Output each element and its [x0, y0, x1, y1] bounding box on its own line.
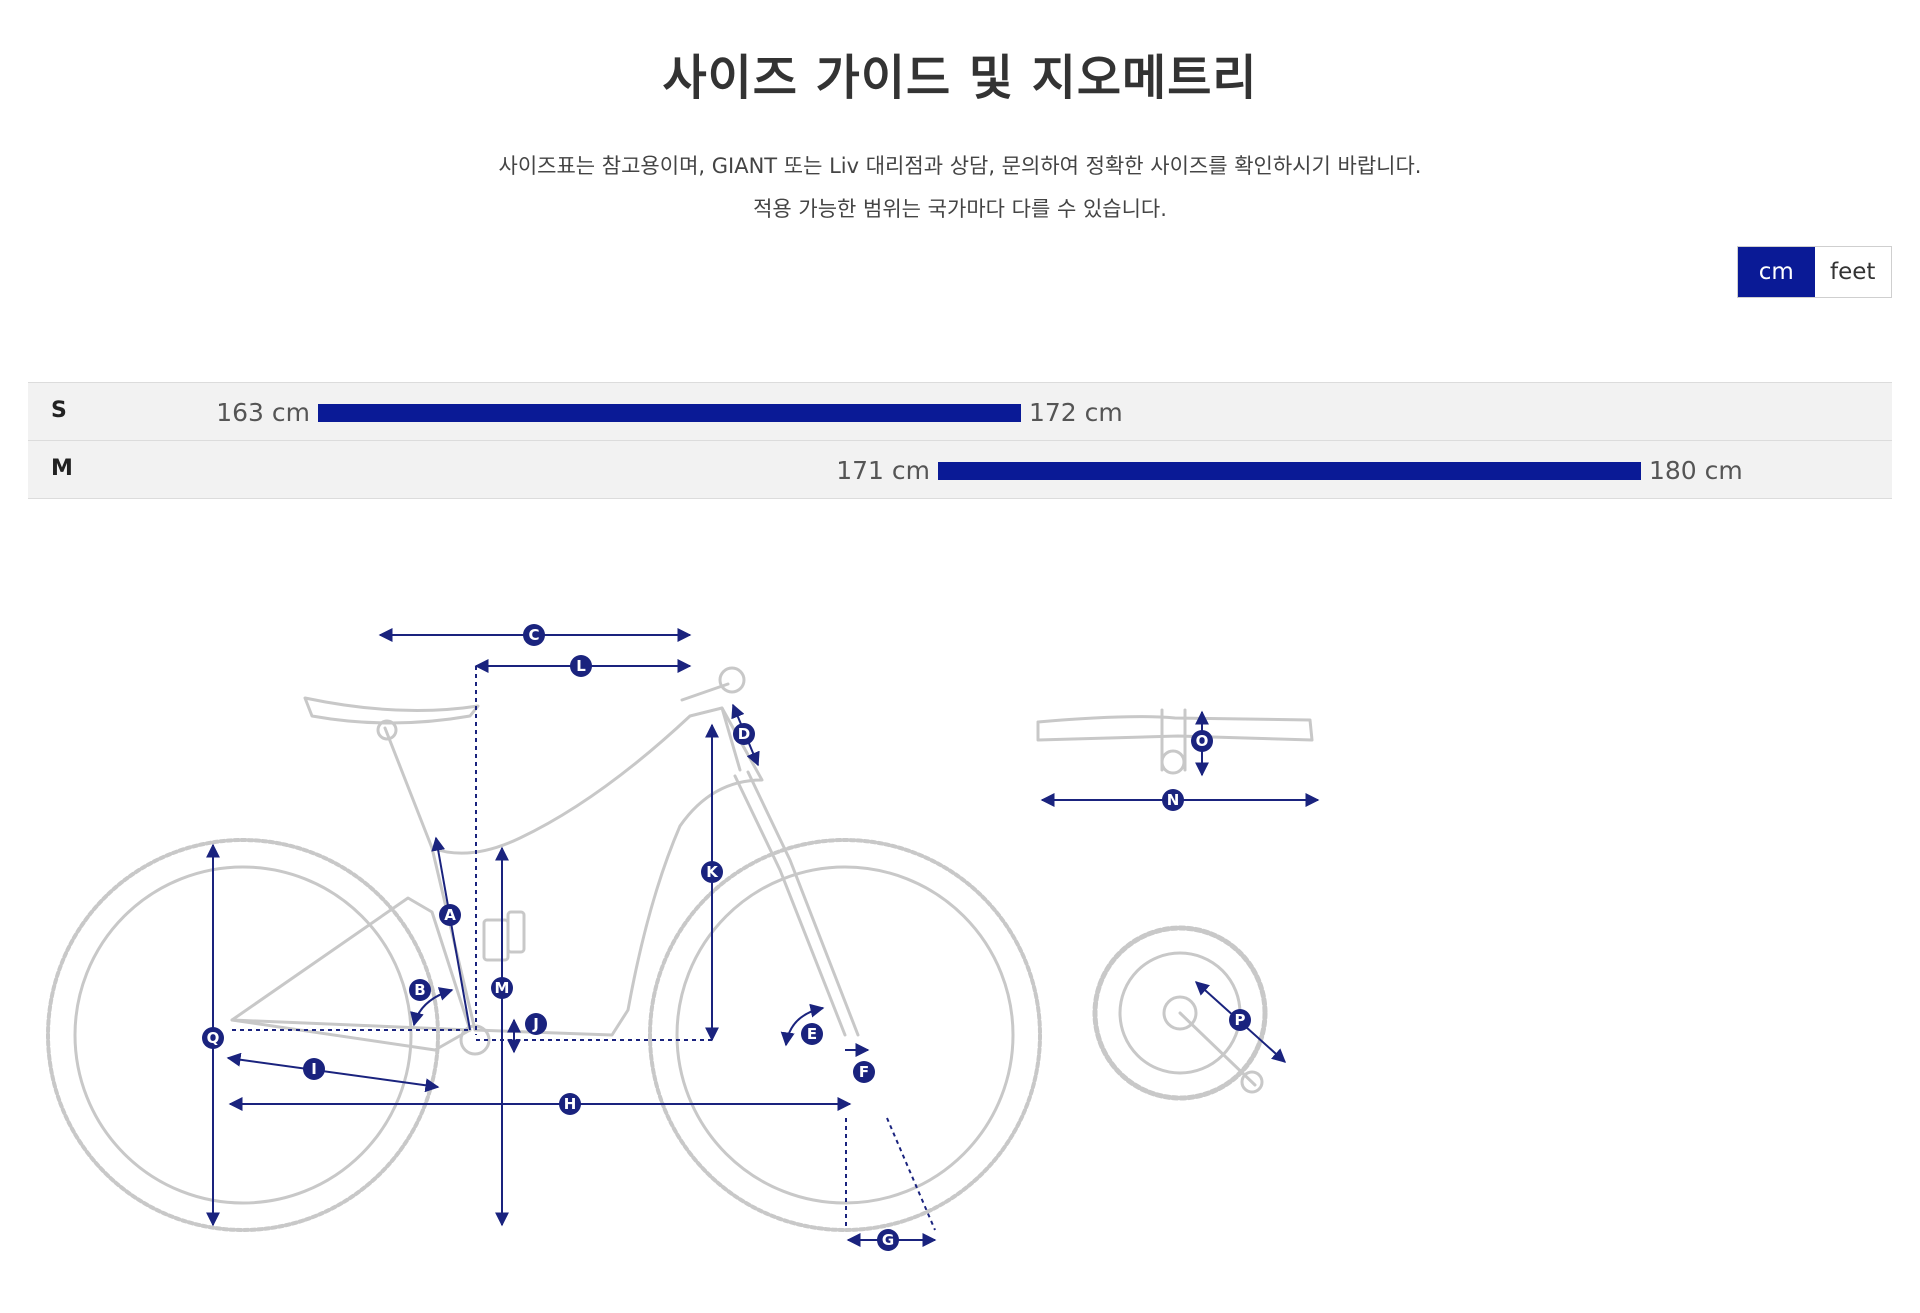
geometry-marker-b: B	[409, 979, 431, 1001]
height-range-bar	[938, 462, 1641, 480]
geometry-marker-c: C	[523, 624, 545, 646]
unit-feet-button[interactable]: feet	[1814, 247, 1891, 297]
unit-cm-button[interactable]: cm	[1738, 247, 1815, 297]
range-min-label: 163 cm	[216, 398, 310, 427]
geometry-marker-n: N	[1162, 789, 1184, 811]
svg-text:D: D	[738, 725, 750, 743]
geometry-marker-m: M	[491, 977, 513, 999]
geometry-marker-d: D	[733, 723, 755, 745]
geometry-marker-a: A	[439, 904, 461, 926]
page-title: 사이즈 가이드 및 지오메트리	[662, 50, 1258, 106]
svg-text:M: M	[495, 979, 510, 997]
svg-text:C: C	[528, 626, 539, 644]
geometry-marker-o: O	[1191, 730, 1213, 752]
size-range-table: S 163 cm 172 cm M 171 cm 180 cm	[28, 382, 1892, 499]
region-note: 적용 가능한 범위는 국가마다 다를 수 있습니다.	[753, 197, 1167, 221]
bike-frame-drawing	[46, 666, 1314, 1232]
size-row-m: M 171 cm 180 cm	[28, 440, 1892, 499]
range-min-label: 171 cm	[836, 456, 930, 485]
bike-geometry-diagram: A B C D E F G H I J K L M N O P Q	[46, 624, 1320, 1251]
geometry-marker-l: L	[570, 655, 592, 677]
svg-text:I: I	[311, 1060, 317, 1078]
geometry-marker-f: F	[853, 1061, 875, 1083]
geometry-marker-i: I	[303, 1058, 325, 1080]
svg-text:G: G	[882, 1231, 894, 1249]
geometry-marker-h: H	[559, 1093, 581, 1115]
svg-text:K: K	[706, 863, 719, 881]
size-label: S	[51, 398, 67, 423]
geometry-marker-p: P	[1229, 1009, 1251, 1031]
geometry-marker-e: E	[801, 1023, 823, 1045]
range-max-label: 172 cm	[1029, 398, 1123, 427]
svg-text:Q: Q	[207, 1029, 220, 1047]
size-label: M	[51, 456, 73, 481]
svg-text:O: O	[1196, 732, 1209, 750]
size-guide-note: 사이즈표는 참고용이며, GIANT 또는 Liv 대리점과 상담, 문의하여 …	[498, 154, 1422, 178]
size-row-s: S 163 cm 172 cm	[28, 382, 1892, 440]
svg-text:P: P	[1235, 1011, 1246, 1029]
unit-toggle: cm feet	[1737, 246, 1892, 298]
geometry-marker-q: Q	[202, 1027, 224, 1049]
svg-text:F: F	[859, 1063, 869, 1081]
geometry-marker-j: J	[525, 1013, 547, 1035]
svg-text:N: N	[1167, 791, 1180, 809]
svg-text:J: J	[532, 1015, 539, 1033]
geometry-marker-g: G	[877, 1229, 899, 1251]
svg-text:L: L	[576, 657, 586, 675]
geometry-marker-k: K	[701, 861, 723, 883]
svg-text:A: A	[444, 906, 456, 924]
svg-text:E: E	[807, 1025, 817, 1043]
svg-text:B: B	[414, 981, 425, 999]
height-range-bar	[318, 404, 1021, 422]
svg-text:H: H	[564, 1095, 577, 1113]
range-max-label: 180 cm	[1649, 456, 1743, 485]
